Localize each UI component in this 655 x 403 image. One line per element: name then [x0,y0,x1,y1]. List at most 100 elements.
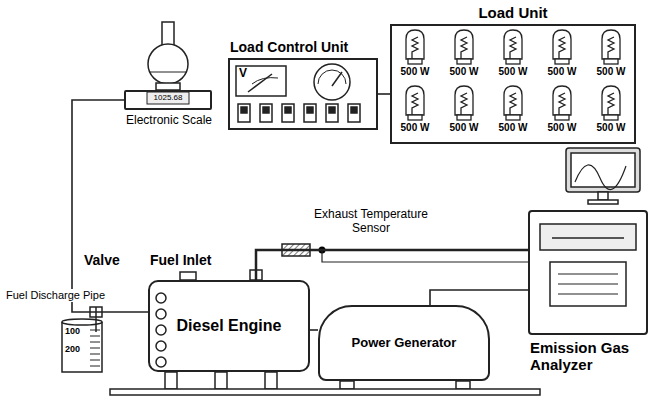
engine-details-part [156,293,166,303]
light-bulb [553,86,571,120]
bulb-base [555,59,569,64]
bulb-base [555,115,569,120]
cylinder-tick [90,348,100,349]
light-bulb [602,30,620,64]
box-heading: Electronic Scale [126,114,210,128]
exhaust-sensor-part [322,250,528,262]
bulb-filament [412,93,418,115]
connector-line [310,329,318,331]
bulb-glass [406,86,424,115]
light-bulb [406,86,424,120]
box-label: Power Generator [352,336,457,351]
power-rating: 500 W [597,66,626,78]
cylinder-tick [90,342,100,343]
engine-details-part [156,325,166,335]
bulb-glass [455,30,473,59]
flask-part [150,72,186,73]
bulb-base [506,115,520,120]
bench-base-part [215,372,227,389]
bulb-filament [559,37,565,59]
bulb-glass [504,86,522,115]
part-name: Fuel Inlet [150,252,211,268]
printer-part [540,224,636,250]
switch-toggle [263,107,269,113]
bulb-row [406,30,620,120]
bulb-glass [602,30,620,59]
switch [260,104,272,122]
bulb-filament [412,37,418,59]
power-rating: 500 W [597,122,626,134]
bench-base-part [110,389,540,395]
bench-base-part [456,381,470,389]
cylinder-ticks [90,330,100,366]
engine-details-part [156,357,166,367]
power-rating: 500 W [450,122,479,134]
bulb-filament [510,37,516,59]
power-rating: 500 W [548,66,577,78]
bulb-base [506,59,520,64]
bulb-base [408,115,422,120]
bulb-filament [559,93,565,115]
meter-unit: V [239,67,247,81]
power-rating: 500 W [499,66,528,78]
switch [282,104,294,122]
graduated-cylinder-part [95,317,97,332]
engine-details-part [180,272,196,280]
switch [238,104,250,122]
printer-part [558,274,618,275]
printer-part [558,294,618,295]
computer-monitor-part [575,165,626,190]
connector-line [256,250,528,280]
light-bulb [455,30,473,64]
box-heading: Load Unit [392,4,634,21]
part-name: Fuel Discharge Pipe [4,289,107,302]
bulb-glass [455,86,473,115]
bulb-filament [608,93,614,115]
bench-base-part [340,381,354,389]
box-heading: Load Control Unit [230,39,376,55]
part-name: Valve [84,252,120,268]
printer-part [558,284,618,285]
flask [148,22,188,90]
cylinder-tick [90,360,100,361]
flask-part [148,44,188,84]
power-rating: 500 W [548,122,577,134]
scale-reading: 1025.68 [154,93,183,102]
light-bulb [504,86,522,120]
scale-display-part [147,92,189,104]
switch-toggle [351,107,357,113]
light-bulb [455,86,473,120]
cylinder-tick [90,354,100,355]
switch [326,104,338,122]
printer-part [550,262,626,306]
exhaust-sensor [282,244,528,262]
cylinder-tick [90,336,100,337]
bulb-filament [510,93,516,115]
control-panel-part [248,74,272,92]
control-unit-box: Load Control Unit [228,58,378,130]
bench-base [110,372,540,395]
bench-base-part [265,372,277,389]
engine-box: Diesel Engine [148,280,310,372]
bulb-glass [504,30,522,59]
control-panel-part [252,78,278,84]
scale-mark: 200 [65,344,80,354]
graduated-cylinder [62,317,102,372]
control-panel-part [314,64,350,100]
power-rating: 500 W [499,122,528,134]
bulb-filament [608,37,614,59]
control-panel [236,64,360,122]
bulb-glass [602,86,620,115]
bulb-filament [461,93,467,115]
computer-monitor-part [598,192,608,200]
switch-toggle [307,107,313,113]
cylinder-tick [90,330,100,331]
bulb-base [457,115,471,120]
bulb-base [604,59,618,64]
light-bulb [602,86,620,120]
bulb-glass [406,30,424,59]
power-rating: 500 W [401,66,430,78]
switch-toggle [241,107,247,113]
printer [540,224,636,306]
